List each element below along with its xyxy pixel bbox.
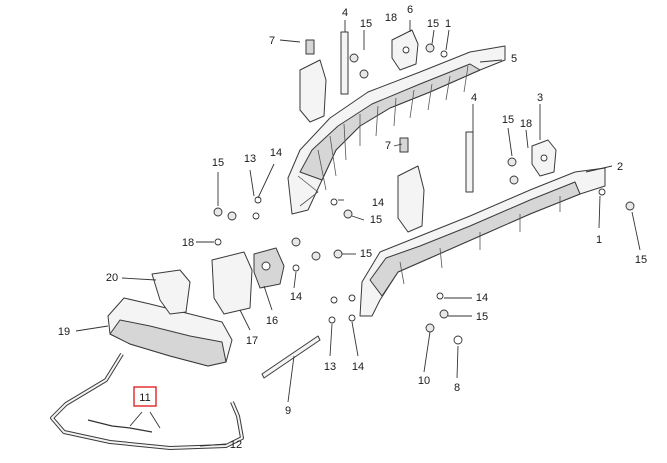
callout-20: 20 [106,272,118,284]
callout-11: 11 [139,392,150,404]
bracket-3 [531,139,557,177]
bracket-6 [391,29,419,71]
callout-1: 1 [596,234,602,246]
callout-3: 3 [537,92,543,104]
callout-15: 15 [502,114,514,126]
rod-upper [340,31,349,95]
support-bracket-lower [397,137,425,233]
callout-17: 17 [246,335,258,347]
callout-13: 13 [244,153,256,165]
tie-rod [261,335,321,379]
callout-16: 16 [266,315,278,327]
callout-15: 15 [427,18,439,30]
hinge-assembly [211,247,285,315]
front-bumper [107,297,233,367]
callout-labels: 1 1 2 3 4 4 5 6 7 7 8 9 10 11 12 13 13 1… [58,4,647,451]
callout-14: 14 [372,197,384,209]
callout-4: 4 [342,7,348,19]
lower-frame-rail [359,167,606,317]
leader-lines [75,20,641,447]
callout-14: 14 [476,292,488,304]
callout-5: 5 [511,53,517,65]
callout-4: 4 [471,92,477,104]
callout-10: 10 [418,375,430,387]
callout-15: 15 [635,254,647,266]
callout-15: 15 [476,311,488,323]
loop-frame [50,352,244,450]
highlight-box [133,386,157,407]
callout-8: 8 [454,382,460,394]
callout-7: 7 [385,140,391,152]
callout-14: 14 [352,361,364,373]
callout-6: 6 [407,4,413,16]
upper-frame-rail [287,45,506,215]
callout-15: 15 [360,248,372,260]
callout-9: 9 [285,405,291,417]
callout-18: 18 [385,12,397,24]
callout-1: 1 [445,18,451,30]
callout-12: 12 [230,439,242,451]
rod-lower [465,131,474,193]
callout-14: 14 [270,147,282,159]
inner-wire [87,419,153,433]
callout-14: 14 [290,291,302,303]
callout-15: 15 [360,18,372,30]
fasteners [213,43,635,345]
callout-7: 7 [269,35,275,47]
callout-13: 13 [324,361,336,373]
callout-15: 15 [212,157,224,169]
callout-2: 2 [617,161,623,173]
support-bracket-upper [299,39,327,123]
callout-18: 18 [520,118,532,130]
callout-15: 15 [370,214,382,226]
callout-19: 19 [58,326,70,338]
callout-18: 18 [182,237,194,249]
bumper-bracket [151,269,191,315]
